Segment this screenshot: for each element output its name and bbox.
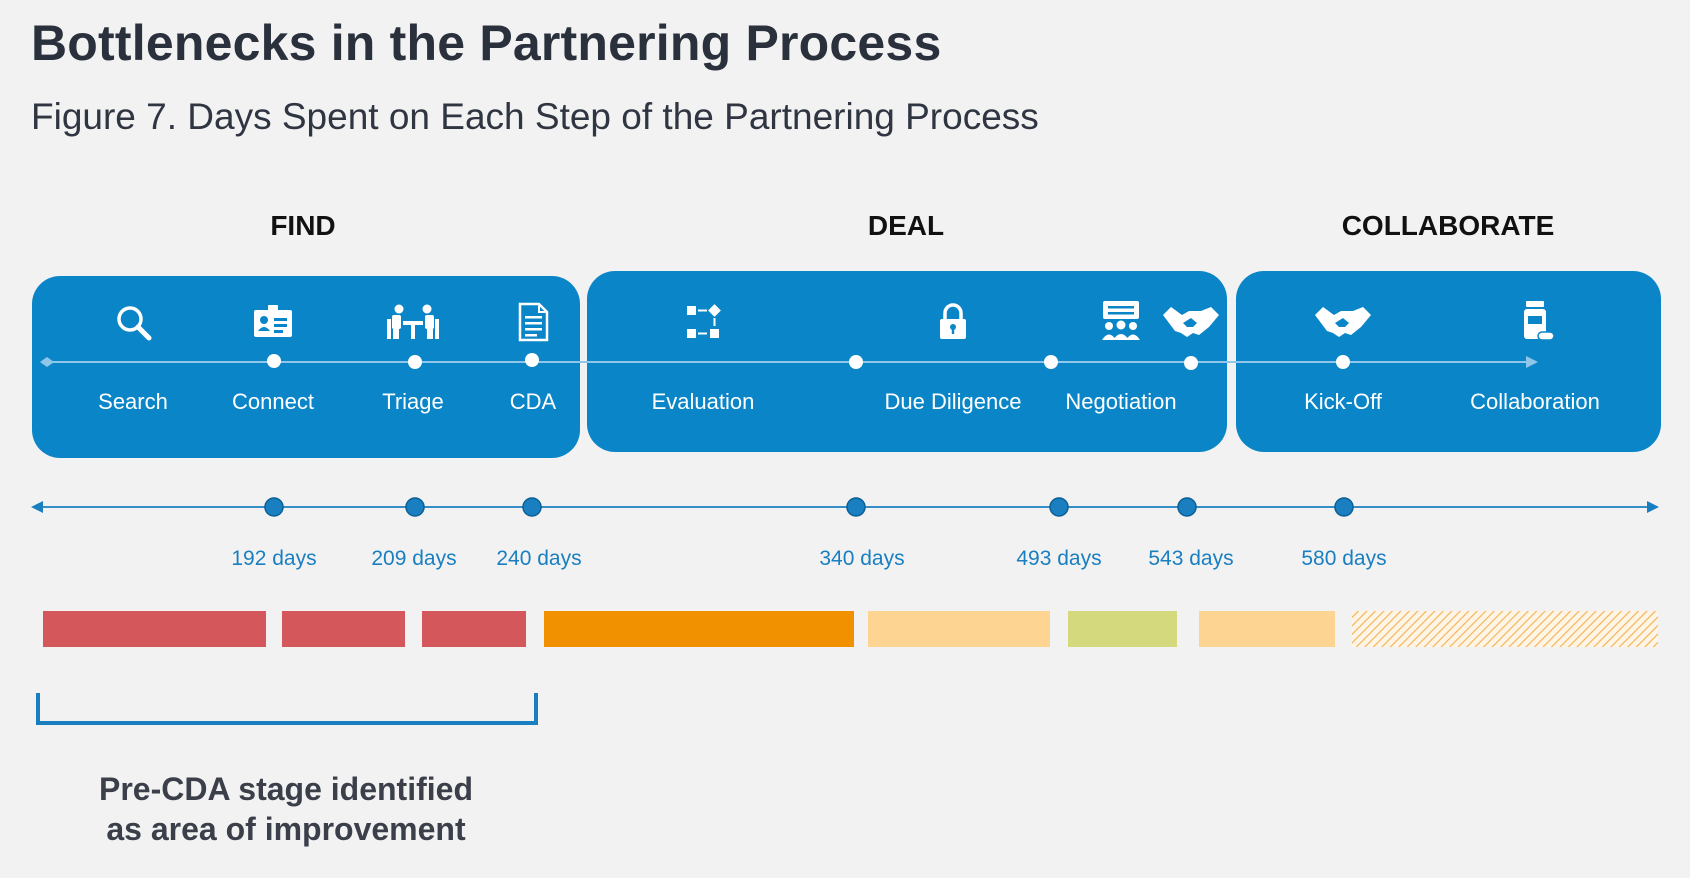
milestone-label: 340 days xyxy=(819,547,904,570)
milestone-dots xyxy=(264,497,1354,517)
handshake-icon xyxy=(1163,307,1219,337)
process-line-end-arrow xyxy=(1526,356,1538,368)
milestone-dot-340 xyxy=(846,497,866,517)
milestone-label: 209 days xyxy=(371,547,456,570)
note-line-1: Pre-CDA stage identified xyxy=(99,771,473,807)
milestone-dot-192 xyxy=(264,497,284,517)
milestone-label: 543 days xyxy=(1148,547,1233,570)
figure-caption: Figure 7. Days Spent on Each Step of the… xyxy=(31,96,1039,137)
step-label-cda: CDA xyxy=(510,389,557,414)
step-dot-due-diligence xyxy=(1044,355,1058,369)
document-icon xyxy=(518,302,549,342)
step-label-kick-off: Kick-Off xyxy=(1304,389,1383,414)
panel-find xyxy=(32,276,580,458)
step-label-collaboration: Collaboration xyxy=(1470,389,1600,414)
timeline-start-arrow xyxy=(31,501,43,513)
id-card-icon xyxy=(254,305,292,337)
phase-title-find: FIND xyxy=(270,210,335,241)
duration-bar-kick-off xyxy=(1199,611,1335,647)
duration-bar-collaboration xyxy=(1352,611,1658,647)
phase-title-collaborate: COLLABORATE xyxy=(1342,210,1555,241)
step-dot-kick-off xyxy=(1336,355,1350,369)
step-label-triage: Triage xyxy=(382,389,444,414)
milestone-dot-580 xyxy=(1334,497,1354,517)
lock-icon xyxy=(940,303,966,339)
step-dots xyxy=(267,353,1350,370)
medicine-bottle-icon xyxy=(1524,301,1555,341)
step-dot-triage xyxy=(408,355,422,369)
step-label-connect: Connect xyxy=(232,389,314,414)
duration-bar-evaluation xyxy=(544,611,854,647)
duration-bar-due-diligence xyxy=(868,611,1050,647)
duration-bars xyxy=(43,611,1658,647)
step-label-negotiation: Negotiation xyxy=(1065,389,1176,414)
milestone-label: 192 days xyxy=(231,547,316,570)
search-icon xyxy=(117,306,152,341)
process-line-start-marker xyxy=(40,357,54,367)
milestone-dot-493 xyxy=(1049,497,1069,517)
duration-bar-search-connect xyxy=(43,611,266,647)
step-label-due-diligence: Due Diligence xyxy=(885,389,1022,414)
duration-bar-cda xyxy=(422,611,526,647)
step-label-search: Search xyxy=(98,389,168,414)
step-dot-evaluation xyxy=(849,355,863,369)
milestone-dot-240 xyxy=(522,497,542,517)
step-dot-negotiation xyxy=(1184,356,1198,370)
handshake-icon xyxy=(1315,307,1371,337)
duration-bar-triage xyxy=(282,611,405,647)
meeting-table-icon xyxy=(387,304,439,339)
note-line-2: as area of improvement xyxy=(106,811,466,847)
milestone-label: 493 days xyxy=(1016,547,1101,570)
step-label-evaluation: Evaluation xyxy=(652,389,755,414)
step-dot-connect xyxy=(267,354,281,368)
milestone-dot-209 xyxy=(405,497,425,517)
phase-title-deal: DEAL xyxy=(868,210,944,241)
presentation-icon xyxy=(1102,301,1140,340)
milestone-dot-543 xyxy=(1177,497,1197,517)
step-dot-cda xyxy=(525,353,539,367)
pre-cda-bracket xyxy=(36,693,538,725)
milestone-label: 240 days xyxy=(496,547,581,570)
milestone-label: 580 days xyxy=(1301,547,1386,570)
page-title: Bottlenecks in the Partnering Process xyxy=(31,15,942,71)
duration-bar-negotiation xyxy=(1068,611,1177,647)
timeline-end-arrow xyxy=(1647,501,1659,513)
